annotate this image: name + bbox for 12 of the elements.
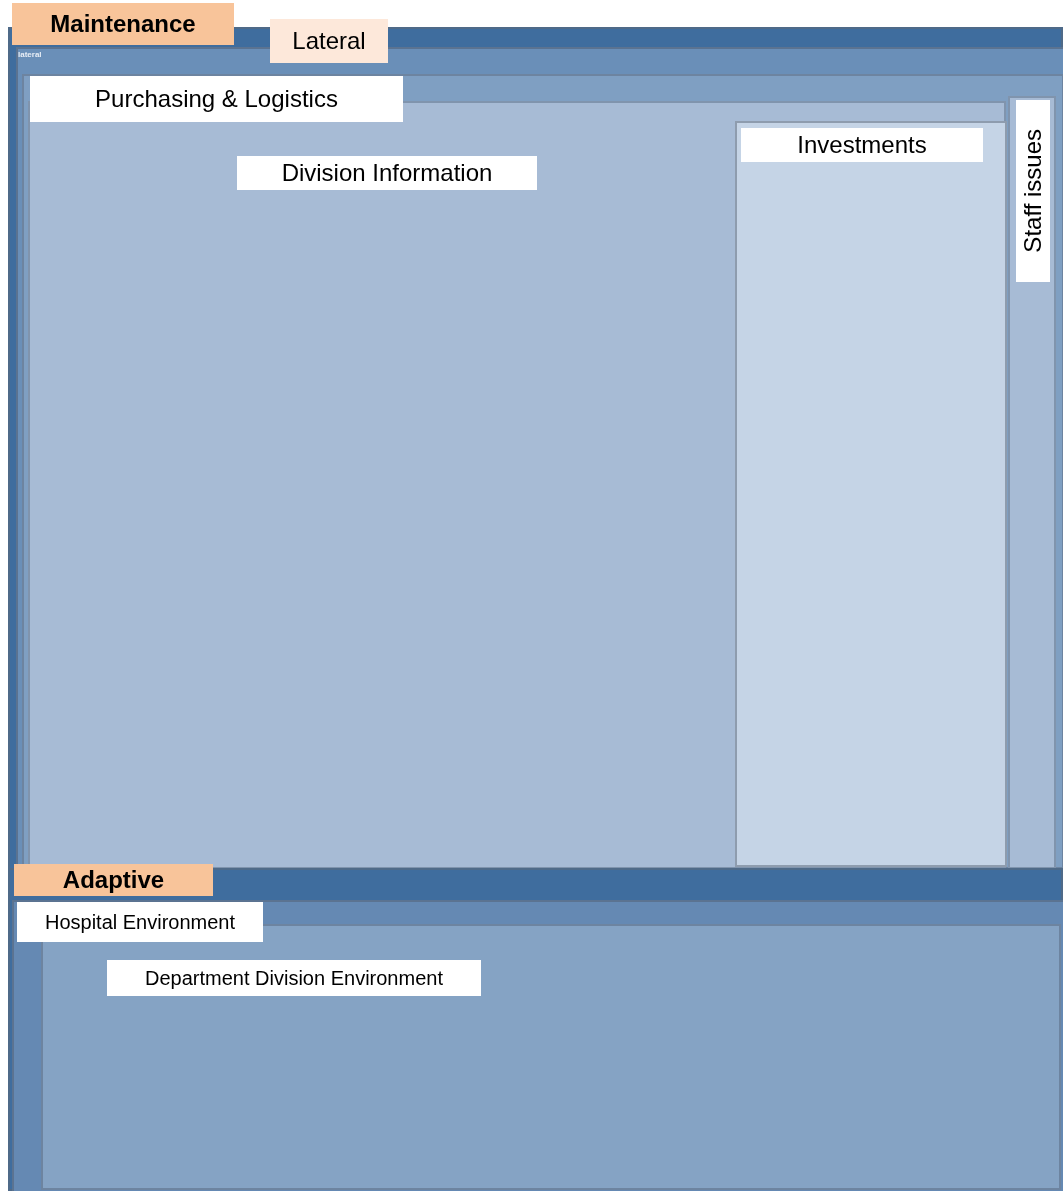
panel-heading: Staff issues <box>1016 100 1050 282</box>
panel-heading: Investments <box>741 128 983 162</box>
panel-heading: Division Information <box>237 156 537 190</box>
panel-heading: Maintenance <box>12 3 234 45</box>
panel-heading: Purchasing & Logistics <box>30 76 403 122</box>
panel-caption: lateral <box>18 50 42 59</box>
panel-heading: Hospital Environment <box>17 902 263 942</box>
section-panel <box>1008 96 1056 869</box>
panel-heading: Lateral <box>270 19 388 63</box>
panel-heading: Department Division Environment <box>107 960 481 996</box>
panel-heading: Adaptive <box>14 864 213 896</box>
section-panel <box>735 121 1007 867</box>
